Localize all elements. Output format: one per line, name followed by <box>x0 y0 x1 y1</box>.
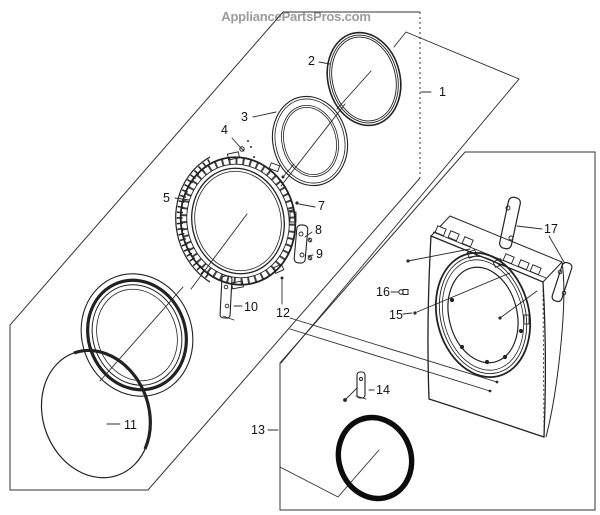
front-panel <box>427 215 565 438</box>
callout-15: 15 <box>389 308 403 322</box>
callout-17: 17 <box>544 222 558 236</box>
assembly-box-panel <box>279 151 596 511</box>
callout-1: 1 <box>439 85 446 99</box>
callout-labels: 1 2 3 4 5 7 8 9 10 11 12 13 14 15 16 17 <box>124 54 558 437</box>
hinge-bracket <box>219 275 235 321</box>
callout-12: 12 <box>276 306 290 320</box>
panel-top-clips <box>434 225 542 276</box>
hinge-screws <box>307 237 313 261</box>
callout-10: 10 <box>244 300 258 314</box>
callout-2: 2 <box>308 54 315 68</box>
door-glass <box>40 348 152 479</box>
callout-3: 3 <box>241 110 248 124</box>
callout-4: 4 <box>221 123 228 137</box>
door-seal-gasket <box>335 414 415 502</box>
callout-leaders <box>106 61 565 431</box>
callout-11: 11 <box>124 418 137 432</box>
door-glass-gasket <box>271 95 349 187</box>
callout-16: 16 <box>376 285 390 299</box>
door-trim-ring <box>326 31 402 127</box>
callout-5: 5 <box>163 191 170 205</box>
panel-door-opening <box>434 249 532 379</box>
callout-14: 14 <box>376 383 390 397</box>
door-hinge <box>293 224 309 264</box>
watermark-text: AppliancePartsPros.com <box>221 9 371 24</box>
panel-screw <box>398 289 409 295</box>
latch-bracket <box>343 371 367 402</box>
callout-13: 13 <box>251 423 265 437</box>
callout-9: 9 <box>316 247 323 261</box>
callout-7: 7 <box>318 199 325 213</box>
door-screw <box>239 140 255 158</box>
assembly-box-door <box>9 11 421 491</box>
callout-8: 8 <box>315 223 322 237</box>
assembly-leader-lines <box>279 31 538 498</box>
panel-hinge-brackets <box>499 196 573 303</box>
door-outer-ring <box>80 273 194 397</box>
door-frame <box>175 150 297 293</box>
